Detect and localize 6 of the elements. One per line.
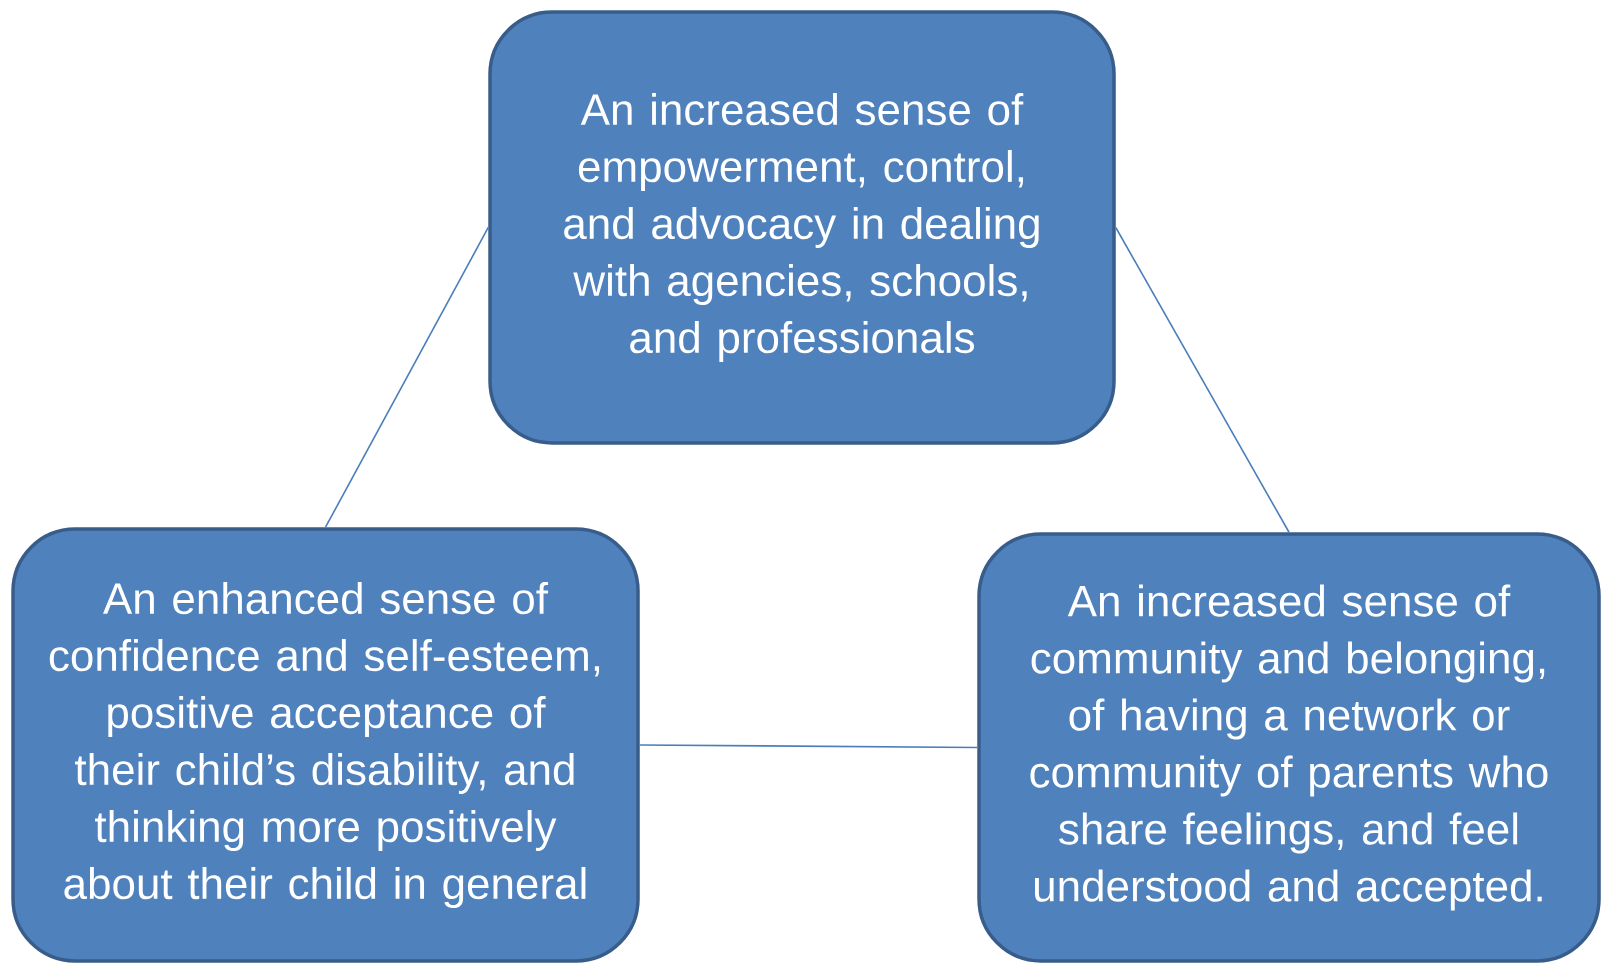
connector-line: [638, 744, 979, 749]
connector-line: [1114, 226, 1290, 534]
rounded-box: An enhanced sense of confidence and self-esteem, positive acceptance of their child’s disability, and thinking more positively about their child in general: [11, 527, 640, 963]
connector-line: [324, 226, 490, 529]
rounded-box: An increased sense of community and belonging, of having a network or community of parents who share feelings, and feel understood and accepted.: [977, 532, 1601, 963]
rounded-box: An increased sense of empowerment, control, and advocacy in dealing with agencies, schools, and professionals: [488, 10, 1116, 445]
